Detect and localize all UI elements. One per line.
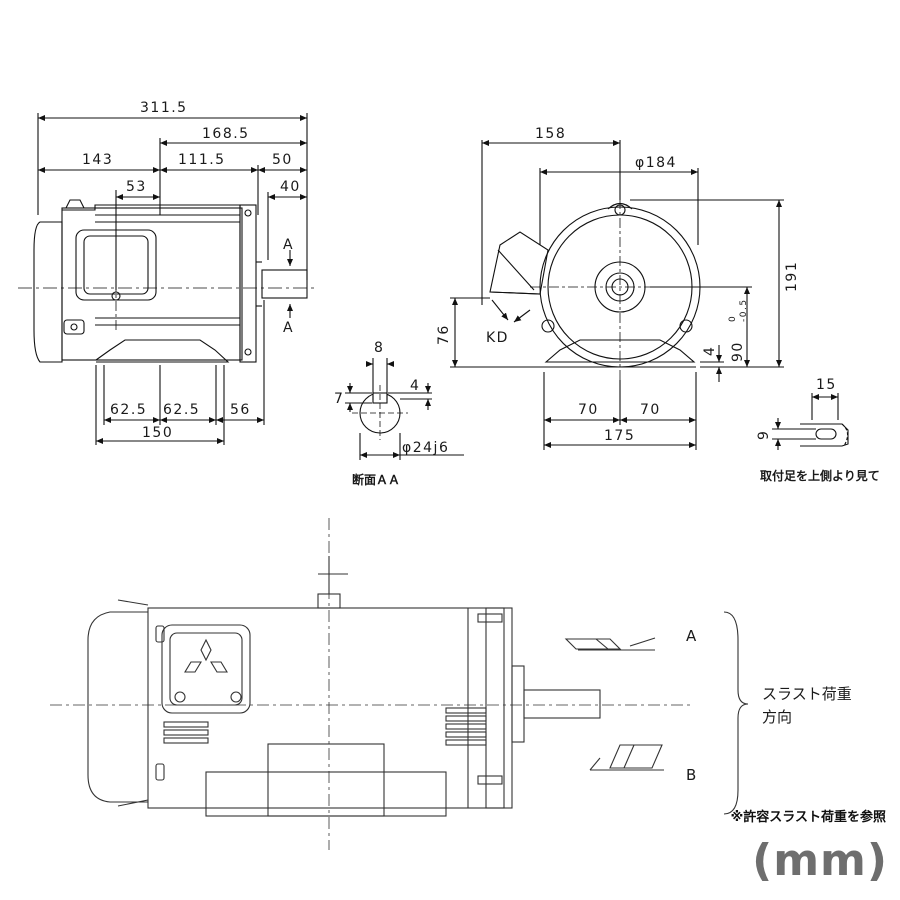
label-foot-view: 取付足を上側より見て bbox=[760, 468, 880, 483]
dim-slot-height: 9 bbox=[756, 430, 772, 440]
thrust-arrow-b bbox=[589, 744, 664, 771]
dim-rear-to-foot: 143 bbox=[82, 152, 113, 168]
dim-key-height: 4 bbox=[410, 378, 420, 394]
dim-front-foot-a: 70 bbox=[578, 402, 599, 418]
section-marker-bottom: A bbox=[283, 320, 294, 336]
reference-note: ※許容スラスト荷重を参照 bbox=[730, 810, 886, 825]
dim-shaft-diameter: φ24j6 bbox=[402, 440, 449, 456]
motor-illustration bbox=[50, 518, 690, 850]
dim-front-box: 158 bbox=[535, 126, 566, 142]
dim-terminal-height: 76 bbox=[436, 324, 452, 345]
thrust-title: スラスト荷重 bbox=[762, 685, 852, 703]
dim-foot-a: 62.5 bbox=[110, 402, 147, 418]
dim-foot-c: 56 bbox=[230, 402, 251, 418]
dim-foot-b: 62.5 bbox=[163, 402, 200, 418]
vent-left bbox=[163, 721, 209, 744]
dim-flange-to-end: 168.5 bbox=[202, 126, 250, 142]
vent-right bbox=[445, 707, 487, 746]
foot-slot-labels: 15 9 取付足を上側より見て bbox=[756, 377, 880, 483]
dim-center-tol-lower: -0.5 bbox=[739, 298, 749, 322]
dim-front-foot-b: 70 bbox=[640, 402, 661, 418]
thrust-direction-indicators bbox=[564, 611, 749, 815]
dim-key-depth: 7 bbox=[334, 391, 344, 407]
thrust-label-b: B bbox=[686, 766, 696, 784]
foot-slot-detail bbox=[772, 393, 849, 450]
side-view bbox=[18, 113, 318, 445]
unit-label: (mm) bbox=[752, 835, 888, 886]
dim-shaft-len: 40 bbox=[280, 179, 301, 195]
dim-box-offset: 53 bbox=[126, 179, 147, 195]
side-view-labels: 311.5 168.5 143 111.5 50 40 53 A A 62.5 … bbox=[82, 100, 301, 441]
dim-foot-total: 150 bbox=[142, 425, 173, 441]
section-aa-labels: 8 7 4 φ24j6 断面ＡＡ bbox=[334, 340, 449, 487]
front-view-labels: 158 φ184 191 76 KD 90 0 -0.5 4 70 70 175 bbox=[436, 126, 800, 444]
thrust-label-a: A bbox=[686, 627, 697, 645]
thrust-arrow-a bbox=[564, 637, 656, 651]
dim-front-foot-total: 175 bbox=[604, 428, 635, 444]
section-marker-top: A bbox=[283, 237, 294, 253]
dim-foot-thickness: 4 bbox=[702, 346, 718, 356]
dim-kd: KD bbox=[486, 330, 509, 346]
thrust-brace bbox=[723, 611, 749, 815]
label-section-aa: 断面ＡＡ bbox=[352, 472, 400, 487]
section-aa-view bbox=[345, 358, 464, 460]
front-view bbox=[450, 140, 784, 450]
dim-key-width: 8 bbox=[374, 340, 384, 356]
dim-center-tol-upper: 0 bbox=[728, 315, 738, 322]
dim-foot-mid: 111.5 bbox=[178, 152, 226, 168]
dim-height-total: 191 bbox=[784, 261, 800, 292]
dim-front-diameter: φ184 bbox=[635, 155, 677, 171]
dim-shaft-ext: 50 bbox=[272, 152, 293, 168]
thrust-title-2: 方向 bbox=[762, 708, 792, 726]
dim-overall-length: 311.5 bbox=[140, 100, 188, 116]
dim-slot-width: 15 bbox=[816, 377, 837, 393]
dim-center-height: 90 bbox=[730, 341, 746, 362]
thrust-labels: A B スラスト荷重 方向 bbox=[686, 627, 852, 784]
